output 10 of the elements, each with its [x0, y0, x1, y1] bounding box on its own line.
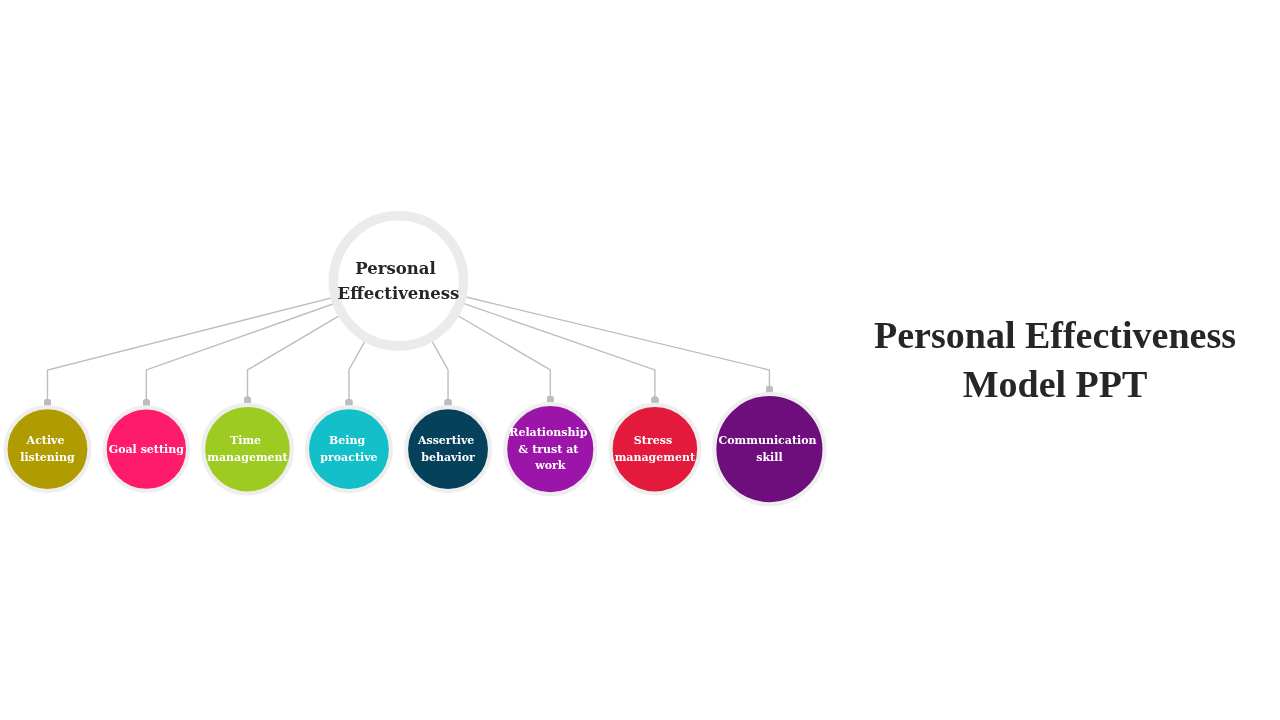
node-circle: Assertive behavior: [404, 405, 493, 494]
node-circle: Goal setting: [102, 405, 191, 493]
node-circle: Relationship & trust at work: [503, 401, 598, 497]
node-circle: Personal Effectiveness: [328, 210, 469, 351]
title: Personal Effectiveness Model PPT: [873, 312, 1237, 407]
node-circle: Active listening: [3, 405, 92, 494]
node-circle: Time management: [201, 402, 294, 496]
node-circle: Stress management: [608, 402, 702, 496]
node-circle: Being proactive: [304, 405, 393, 494]
node-circle: Communication skill: [712, 392, 827, 507]
